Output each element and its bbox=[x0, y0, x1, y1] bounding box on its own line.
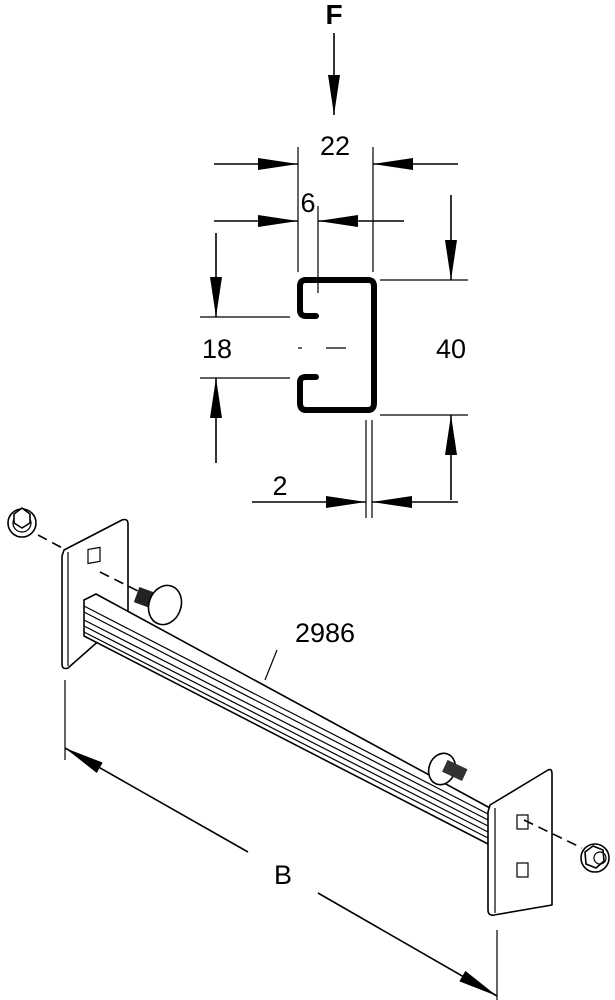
overall-width-dimension bbox=[64, 680, 498, 1000]
slot-offset-label: 6 bbox=[300, 188, 315, 218]
right-nut bbox=[580, 843, 610, 873]
left-bolt bbox=[133, 584, 183, 626]
overall-width-label: B bbox=[274, 860, 292, 890]
slot-opening-label: 18 bbox=[202, 334, 232, 364]
leader-line bbox=[264, 649, 278, 681]
thickness-dimension bbox=[252, 420, 458, 518]
left-nut bbox=[7, 507, 37, 538]
width-dimension bbox=[214, 147, 458, 272]
width-label: 22 bbox=[320, 131, 350, 161]
rail-length-label: 2986 bbox=[295, 618, 355, 648]
right-bolt bbox=[427, 752, 468, 786]
c-channel-profile bbox=[297, 277, 377, 413]
height-dimension bbox=[380, 195, 468, 500]
strut-rail bbox=[83, 593, 491, 846]
height-label: 40 bbox=[436, 334, 466, 364]
force-label: F bbox=[325, 0, 342, 30]
slot-opening-dimension bbox=[200, 233, 290, 463]
right-end-plate bbox=[487, 768, 553, 916]
thickness-label: 2 bbox=[272, 471, 287, 501]
